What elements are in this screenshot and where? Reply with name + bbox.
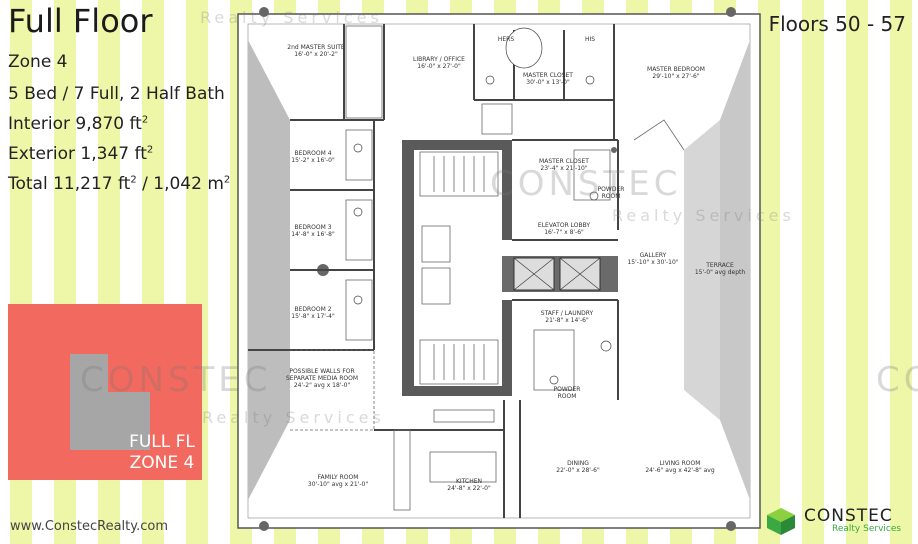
key-shape-horizontal [70,392,150,450]
watermark-stripe [890,0,912,544]
room-hers: HERS [497,36,515,43]
right-terrace-wedge [720,40,750,500]
watermark-sub-left: Realty Services [202,408,385,427]
room-powder-2: POWDER ROOM [553,386,581,400]
logo-cube-icon [767,508,795,535]
watermark-sub-center: Realty Services [612,206,795,225]
watermark-stripe [802,0,824,544]
website-link[interactable]: www.ConstecRealty.com [10,519,168,534]
room-powder: POWDER ROOM [597,186,625,200]
total-label: Total 11,217 ft2 / 1,042 m2 [8,174,231,194]
beds-label: 5 Bed / 7 Full, 2 Half Bath [8,84,225,104]
core-wall [402,140,414,396]
constec-logo: CONSTEC Realty Services [764,506,910,536]
watermark-brand-center: CONSTEC [490,164,682,204]
floors-label: Floors 50 - 57 [768,12,906,36]
watermark-sub-top: Realty Services [200,8,383,27]
floor-plan [237,7,761,531]
exterior-label: Exterior 1,347 ft2 [8,144,154,164]
logo-sub: Realty Services [832,524,902,534]
watermark-stripe [846,0,868,544]
zone-label: Zone 4 [8,52,68,72]
page-title: Full Floor [8,2,153,40]
interior-label: Interior 9,870 ft2 [8,114,149,134]
logo-name: CONSTEC [804,506,893,526]
left-terrace-wedge [248,40,290,500]
watermark-brand-left: CONSTEC [80,360,272,400]
watermark-brand-right: CONSTEC [876,360,918,400]
watermark-stripe [758,0,780,544]
room-his: HIS [584,36,596,43]
terrace-shade [684,120,720,420]
